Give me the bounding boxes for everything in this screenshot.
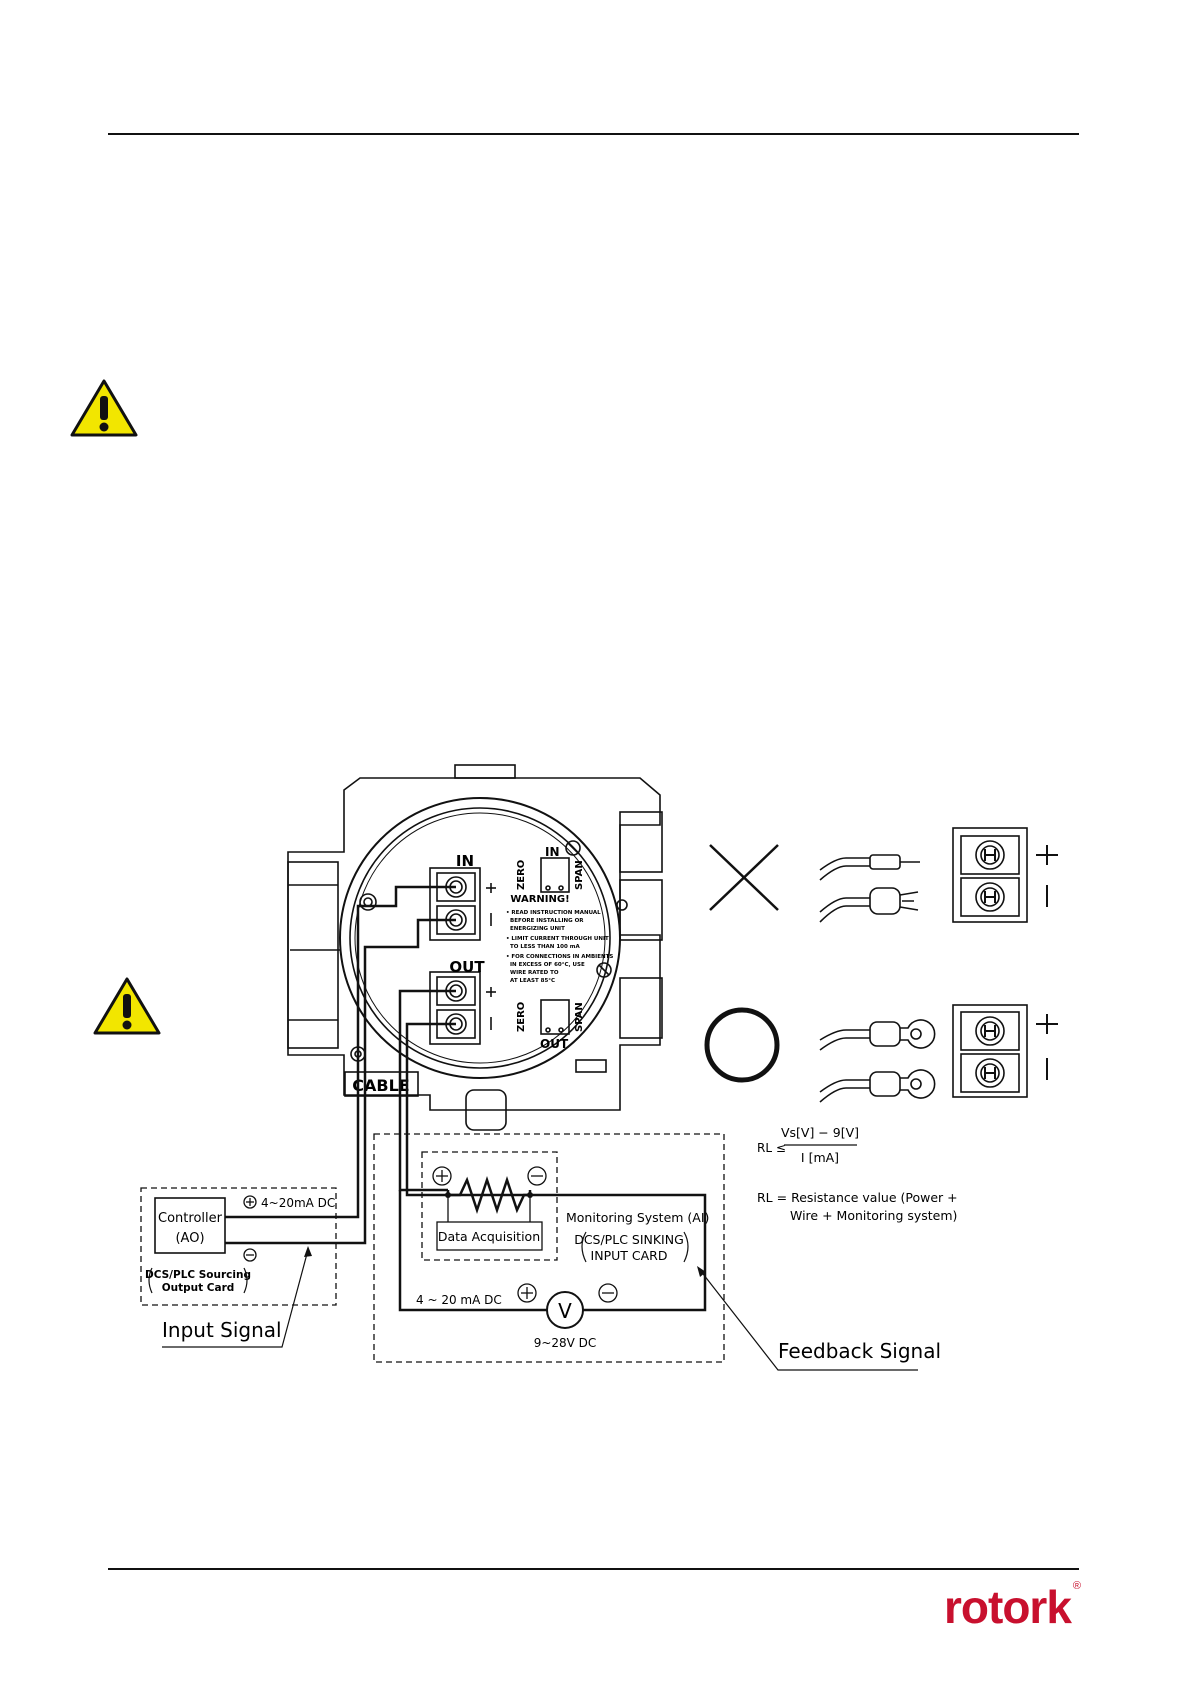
warning-label-line: • LIMIT CURRENT THROUGH UNIT — [506, 936, 609, 942]
logo-text: rotork — [944, 1581, 1072, 1633]
warning-triangle-icon — [70, 379, 138, 437]
header-rule — [108, 133, 1079, 135]
incorrect-x-icon — [709, 844, 779, 911]
rl-definition: Wire + Monitoring system) — [790, 1208, 957, 1223]
supply-voltage-label: 9~28V DC — [534, 1336, 597, 1350]
in-terminal-label: IN — [456, 852, 474, 870]
formula-numerator: Vs[V] − 9[V] — [781, 1125, 859, 1140]
span-label: SPAN — [574, 1002, 585, 1032]
span-label: SPAN — [574, 860, 585, 890]
input-signal-label: Input Signal — [162, 1318, 282, 1342]
warning-triangle-icon — [93, 977, 161, 1035]
warning-label-line: TO LESS THAN 100 mA — [510, 944, 580, 950]
correct-o-icon — [704, 1007, 780, 1083]
feedback-current-label: 4 ~ 20 mA DC — [416, 1293, 502, 1307]
logo-registered-mark: ® — [1072, 1579, 1081, 1592]
formula-lhs: RL ≤ — [757, 1141, 786, 1155]
formula-denominator: I [mA] — [801, 1150, 839, 1165]
controller-label: Controller — [158, 1211, 223, 1226]
warning-label-line: • READ INSTRUCTION MANUAL — [506, 910, 601, 916]
warning-label-line: ENERGIZING UNIT — [510, 926, 565, 932]
warning-label-line: BEFORE INSTALLING OR — [510, 918, 584, 924]
warning-label-line: IN EXCESS OF 60°C, USE — [510, 962, 585, 968]
cable-label: CABLE — [352, 1076, 409, 1095]
controller-card-label: DCS/PLC Sourcing — [145, 1269, 251, 1281]
monitoring-card-label: INPUT CARD — [591, 1248, 668, 1263]
warning-label-title: WARNING! — [510, 894, 569, 905]
controller-signal-label: 4~20mA DC — [261, 1196, 335, 1210]
zero-label: ZERO — [516, 860, 527, 890]
wiring-diagram: IN OUT IN OUT ZERO SPAN ZERO SPAN WARNIN… — [140, 764, 1058, 1371]
monitoring-card-label: DCS/PLC SINKING — [574, 1232, 684, 1247]
controller-card-label: Output Card — [162, 1282, 235, 1294]
controller-sublabel: (AO) — [175, 1231, 204, 1246]
in-adjuster-label: IN — [545, 845, 560, 859]
out-terminal-label: OUT — [449, 958, 485, 976]
feedback-signal-label: Feedback Signal — [778, 1339, 941, 1363]
monitoring-system-label: Monitoring System (AI) — [566, 1210, 709, 1225]
footer-rule — [108, 1568, 1079, 1570]
data-acquisition-label: Data Acquisition — [438, 1229, 540, 1244]
rotork-logo: rotork® — [944, 1579, 1081, 1634]
voltmeter-label: V — [558, 1299, 572, 1323]
rl-definition: RL = Resistance value (Power + — [757, 1190, 958, 1205]
warning-label-line: AT LEAST 85°C — [510, 978, 555, 984]
warning-label-line: • FOR CONNECTIONS IN AMBIENTS — [506, 954, 613, 960]
warning-label-line: WIRE RATED TO — [510, 970, 559, 976]
out-adjuster-label: OUT — [540, 1037, 569, 1051]
zero-label: ZERO — [516, 1002, 527, 1032]
